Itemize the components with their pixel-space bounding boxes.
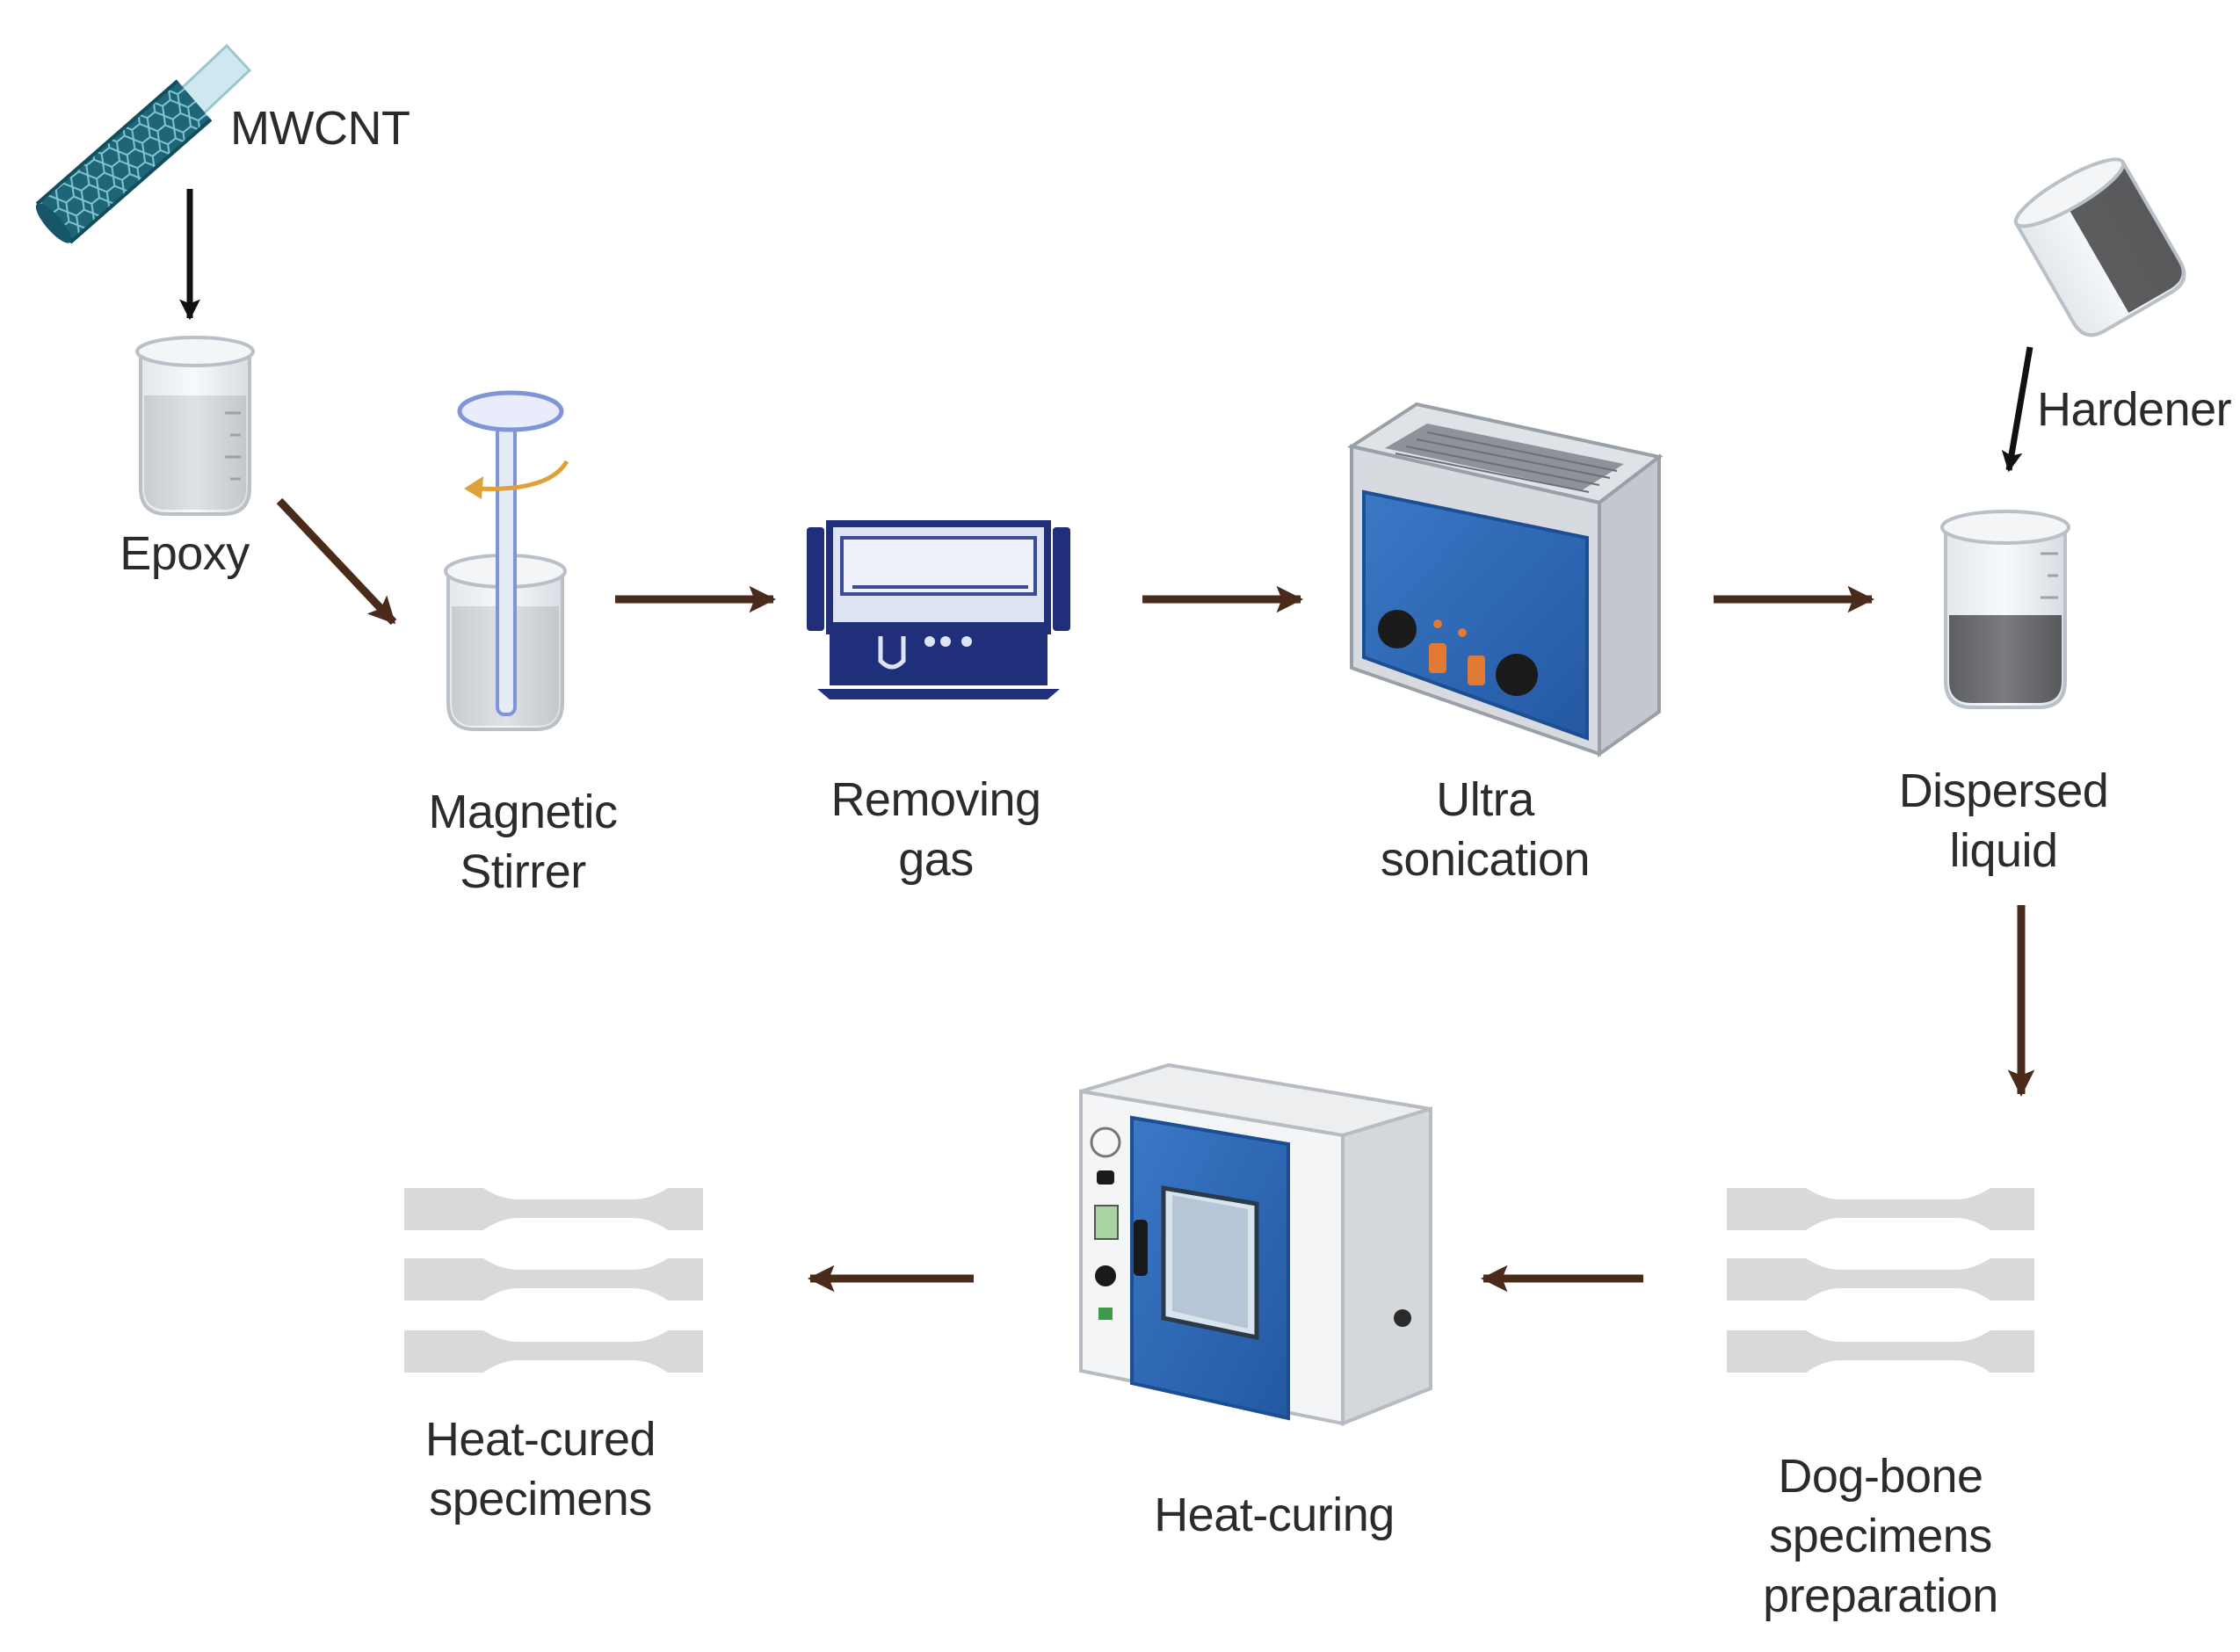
ultrasonic-bath-icon [1346, 402, 1664, 757]
hardener-beaker-icon [2013, 157, 2186, 337]
label-line: Magnetic [428, 786, 618, 838]
label-heat-cured: Heat-cured specimens [417, 1409, 663, 1529]
label-mwcnt-text: MWCNT [230, 102, 410, 155]
label-line: specimens [1769, 1510, 1992, 1562]
label-magnetic-stirrer: Magnetic Stirrer [413, 782, 633, 902]
label-line: liquid [1949, 824, 2058, 877]
label-line: preparation [1763, 1569, 1998, 1622]
label-line: Dog-bone [1778, 1450, 1983, 1503]
label-ultra-sonication: Ultra sonication [1362, 770, 1608, 889]
arrow-epoxy-to-stirrer [276, 497, 397, 626]
dogbone-specimens-icon [1727, 1188, 2034, 1373]
magnetic-stirrer-icon [444, 390, 569, 731]
heat-cured-specimens-icon [404, 1188, 703, 1373]
label-line: Stirrer [460, 845, 586, 898]
label-epoxy: Epoxy [97, 524, 272, 583]
label-mwcnt: MWCNT [230, 98, 410, 158]
epoxy-beaker-icon [135, 336, 255, 516]
vacuum-oven-icon [1079, 1062, 1432, 1426]
label-epoxy-text: Epoxy [120, 527, 250, 580]
label-hardener: Hardener [2037, 380, 2232, 439]
degasser-icon [807, 520, 1070, 699]
label-line: Removing [830, 773, 1041, 826]
label-line: specimens [429, 1473, 652, 1525]
arrow-hardener-to-dispersed [2001, 346, 2033, 473]
nanotube-icon [35, 43, 252, 244]
label-heat-curing: Heat-curing [1142, 1485, 1406, 1545]
label-dog-bone: Dog-bone specimens preparation [1758, 1446, 2004, 1626]
label-line: gas [898, 833, 974, 886]
label-heat-curing-text: Heat-curing [1154, 1489, 1395, 1541]
label-line: Heat-cured [424, 1413, 656, 1466]
dispersed-beaker-icon [1940, 510, 2070, 709]
label-removing-gas: Removing gas [826, 770, 1046, 889]
label-hardener-text: Hardener [2037, 383, 2232, 436]
label-line: Dispersed [1898, 764, 2109, 817]
label-line: Ultra [1436, 773, 1534, 826]
label-line: sonication [1380, 833, 1591, 886]
label-dispersed-liquid: Dispersed liquid [1881, 761, 2127, 880]
